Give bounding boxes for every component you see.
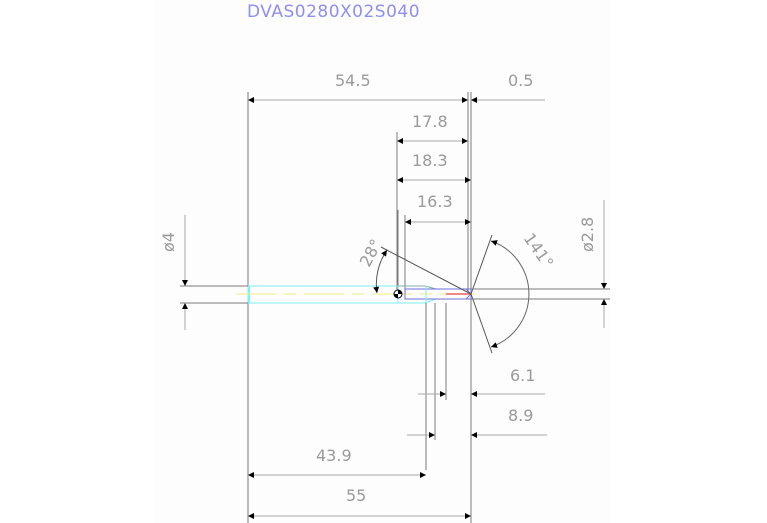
svg-text:16.3: 16.3 (417, 192, 453, 211)
dim-tip-diameter: ø2.8 (471, 200, 610, 328)
svg-text:55: 55 (346, 486, 366, 505)
dim-54-5: 54.5 (248, 71, 468, 103)
svg-text:43.9: 43.9 (316, 446, 352, 465)
dim-17-8: 17.8 (397, 112, 468, 144)
dim-16-3: 16.3 (405, 192, 471, 225)
dim-8-9: 8.9 (407, 406, 547, 438)
dim-shank-diameter: ø4 (159, 215, 248, 330)
svg-text:0.5: 0.5 (508, 71, 533, 90)
dim-0-5: 0.5 (471, 71, 545, 103)
dim-28-deg: 28° (356, 236, 472, 295)
dim-6-1: 6.1 (418, 366, 545, 397)
svg-text:18.3: 18.3 (412, 151, 448, 170)
dim-18-3: 18.3 (397, 151, 471, 183)
svg-text:28°: 28° (356, 236, 386, 270)
svg-text:ø4: ø4 (159, 232, 178, 252)
drawing-title: DVAS0280X02S040 (247, 2, 420, 22)
svg-text:6.1: 6.1 (510, 366, 535, 385)
svg-text:54.5: 54.5 (335, 71, 371, 90)
taper-bottom (398, 298, 471, 304)
svg-text:8.9: 8.9 (508, 406, 533, 425)
svg-text:17.8: 17.8 (412, 112, 448, 131)
svg-text:141°: 141° (520, 229, 558, 271)
dim-141-deg: 141° (470, 229, 558, 354)
svg-text:ø2.8: ø2.8 (578, 217, 597, 252)
dim-43-9: 43.9 (248, 446, 426, 478)
center-mark-icon (393, 289, 403, 299)
dim-55: 55 (248, 486, 471, 519)
